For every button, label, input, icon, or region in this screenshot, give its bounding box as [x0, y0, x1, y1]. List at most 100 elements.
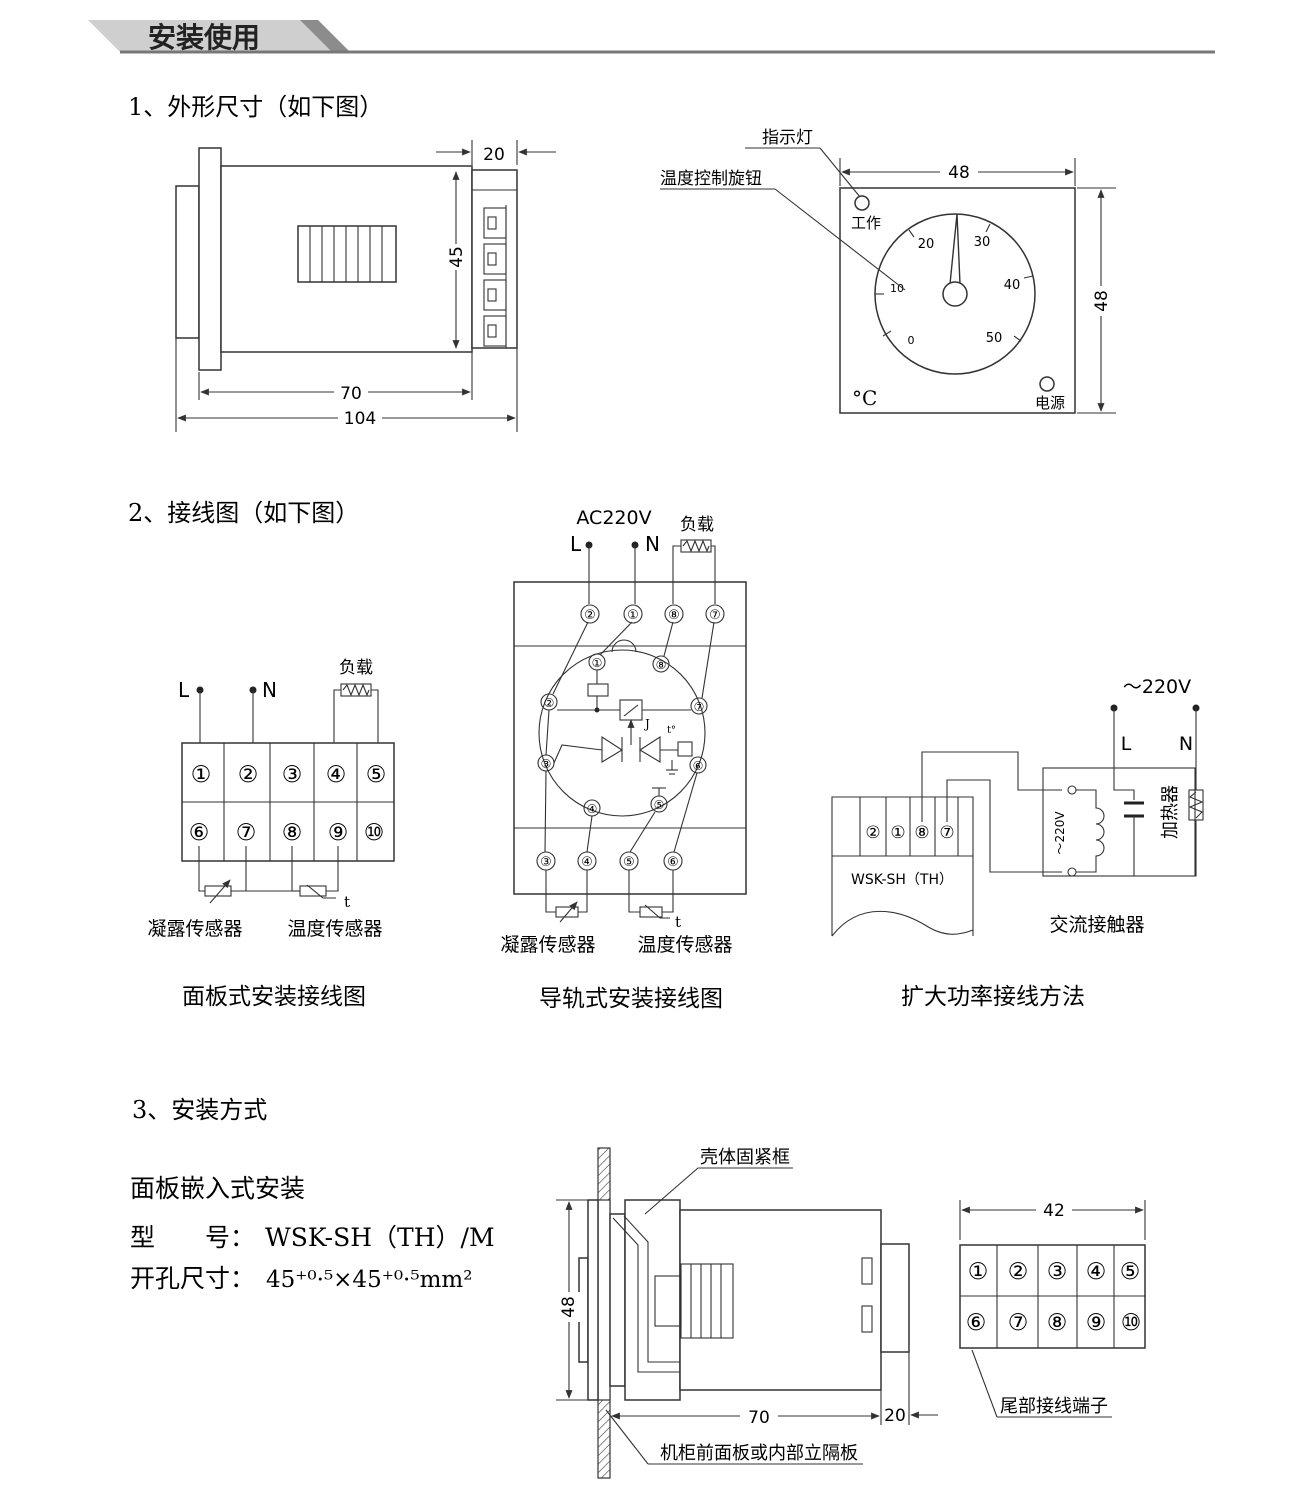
panel-terminal-8: ⑧ — [282, 820, 303, 846]
front-dim-48-top: 48 — [948, 163, 970, 183]
model-value: WSK-SH（TH）/M — [265, 1223, 495, 1252]
expand-terminal-8: ⑧ — [914, 823, 929, 843]
side-view-drawing: 20 45 70 104 — [175, 140, 556, 432]
rear-terminal-block — [483, 205, 507, 348]
power-indicator-led — [1039, 376, 1055, 392]
expand-L-label: L — [1121, 733, 1132, 755]
expand-device-body — [831, 796, 974, 936]
tail-terminal-drawing: 42 ① ② ③ ④ ⑤ ⑥ ⑦ ⑧ ⑨ ⑩ 尾部接线端子 — [959, 1200, 1146, 1418]
rail-bottom-terminal-3: ③ — [540, 855, 552, 870]
panel-callout: 机柜前面板或内部立隔板 — [660, 1443, 858, 1464]
rail-inner-3: ③ — [541, 757, 552, 771]
rail-inner-5: ⑤ — [654, 798, 665, 812]
work-indicator-led — [854, 195, 870, 211]
rail-top-terminal-1: ① — [627, 608, 639, 623]
front-view-drawing: 48 48 工作 电源 °C 0 10 20 30 40 50 — [660, 128, 1116, 414]
tail-terminal-4: ④ — [1086, 1259, 1107, 1285]
rail-caption: 导轨式安装接线图 — [539, 986, 723, 1012]
coil-voltage-label: ～220V — [1053, 811, 1067, 855]
rail-t-label: t — [675, 913, 681, 931]
heater-resistor — [1188, 789, 1204, 821]
panel-terminal-5: ⑤ — [366, 762, 387, 788]
tail-terminal-8: ⑧ — [1047, 1310, 1068, 1336]
panel-temp-sensor — [299, 885, 327, 897]
unit-label: °C — [852, 386, 877, 410]
panel-terminal-10: ⑩ — [364, 820, 385, 846]
expand-terminal-7: ⑦ — [939, 823, 954, 843]
indicator-callout: 指示灯 — [762, 128, 813, 148]
tail-terminal-3: ③ — [1047, 1259, 1068, 1285]
tail-terminal-6: ⑥ — [966, 1310, 987, 1336]
rail-temp-sensor-label: 温度传感器 — [637, 934, 732, 956]
mount-type: 面板嵌入式安装 — [130, 1174, 305, 1203]
panel-terminal-7: ⑦ — [236, 820, 257, 846]
rail-inner-1: ① — [592, 656, 603, 670]
panel-caption: 面板式安装接线图 — [182, 984, 366, 1010]
rail-inner-4: ④ — [587, 802, 598, 816]
expand-power-diagram: ～220V L N ② ① ⑧ ⑦ WSK-SH（TH） ～220V — [831, 676, 1204, 1010]
rail-wiring-diagram: AC220V L N 负载 ② ① ⑧ ⑦ ① ⑧ ② — [500, 507, 747, 1012]
tail-terminal-2: ② — [1008, 1259, 1029, 1285]
housing-body — [679, 1209, 882, 1391]
tail-terminal-9: ⑨ — [1086, 1310, 1107, 1336]
frame-callout: 壳体固紧框 — [700, 1147, 790, 1168]
dial-scale-40: 40 — [1004, 278, 1021, 293]
panel-temp-sensor-label: 温度传感器 — [287, 918, 382, 940]
dim-45-label: 45 — [447, 246, 467, 268]
tail-terminal-5: ⑤ — [1120, 1259, 1141, 1285]
expand-terminal-1: ① — [890, 823, 905, 843]
tail-terminal-7: ⑦ — [1008, 1310, 1029, 1336]
work-label: 工作 — [851, 214, 881, 232]
contactor-body — [1042, 767, 1196, 877]
panel-load-label: 负载 — [339, 658, 373, 678]
rail-relay-label: J — [643, 717, 650, 731]
dim-20-label: 20 — [483, 145, 505, 165]
dial-scale-20: 20 — [918, 237, 935, 252]
rail-relay-coil — [587, 683, 609, 697]
panel-dew-sensor-label: 凝露传感器 — [147, 918, 242, 940]
dial-scale-0: 0 — [908, 334, 915, 347]
tail-dim-42: 42 — [1043, 1201, 1065, 1221]
rail-bottom-terminal-5: ⑤ — [623, 855, 635, 870]
vent-grille — [297, 225, 397, 283]
power-label: 电源 — [1035, 394, 1065, 412]
rail-inner-8: ⑧ — [656, 658, 667, 672]
dial-scale-50: 50 — [986, 331, 1003, 346]
front-dim-48-right: 48 — [1092, 290, 1112, 312]
rail-L-label: L — [570, 532, 582, 556]
section-header: 安装使用 — [88, 20, 1215, 54]
rail-socket-outline — [538, 649, 706, 817]
rail-inner-6: ⑥ — [693, 759, 704, 773]
expand-supply-label: ～220V — [1123, 676, 1191, 698]
mount-dim-70: 70 — [748, 1408, 770, 1428]
mount-dim-48: 48 — [559, 1296, 579, 1318]
panel-N-label: N — [262, 678, 277, 702]
panel-t-label: t — [344, 893, 350, 911]
rail-load-label: 负载 — [680, 515, 714, 535]
rail-inner-7: ⑦ — [694, 700, 705, 714]
panel-terminal-4: ④ — [326, 762, 347, 788]
rail-top-terminal-7: ⑦ — [709, 608, 721, 623]
rail-temp-label: t° — [667, 725, 676, 736]
expand-caption: 扩大功率接线方法 — [901, 984, 1085, 1010]
rail-top-terminal-2: ② — [584, 608, 596, 623]
tail-terminal-10: ⑩ — [1121, 1310, 1142, 1336]
panel-wiring-diagram: L N 负载 ① ② ③ ④ ⑤ ⑥ ⑦ ⑧ ⑨ ⑩ t — [147, 658, 395, 1010]
rail-dew-sensor-label: 凝露传感器 — [500, 934, 595, 956]
rail-top-terminal-8: ⑧ — [668, 608, 680, 623]
section2-title: 2、接线图（如下图） — [128, 499, 359, 527]
cutout-value: 45⁺⁰·⁵×45⁺⁰·⁵mm² — [266, 1267, 472, 1293]
panel-terminal-2: ② — [238, 762, 259, 788]
rail-dew-sensor — [555, 906, 579, 918]
knob-callout: 温度控制旋钮 — [660, 169, 762, 189]
heater-label: 加热器 — [1160, 785, 1181, 839]
mount-dim-20: 20 — [884, 1406, 906, 1426]
dial-scale-10: 10 — [890, 282, 904, 295]
dim-70-label: 70 — [340, 384, 362, 404]
expand-terminal-2: ② — [865, 823, 880, 843]
section1-title: 1、外形尺寸（如下图） — [128, 93, 383, 121]
panel-terminal-6: ⑥ — [189, 820, 210, 846]
panel-terminal-1: ① — [191, 762, 212, 788]
rail-bottom-terminal-6: ⑥ — [667, 855, 679, 870]
